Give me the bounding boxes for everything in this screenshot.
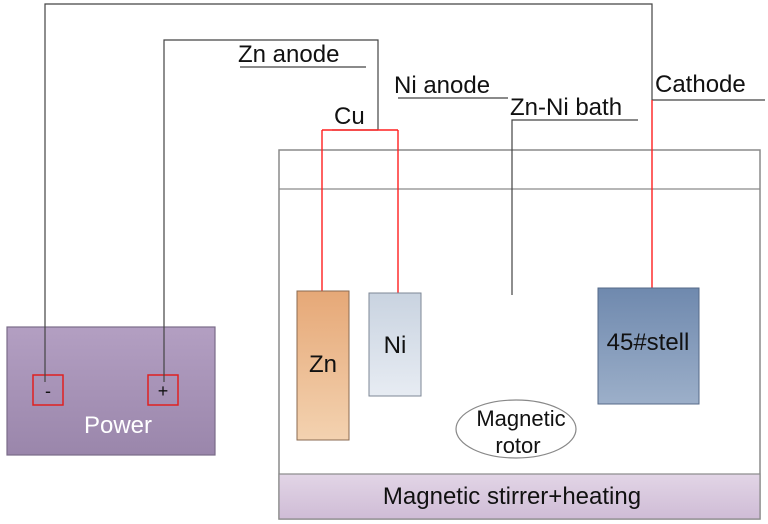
ni-electrode-label: Ni <box>384 332 407 359</box>
magnetic-rotor <box>455 399 577 459</box>
negative-terminal-symbol: - <box>45 381 51 401</box>
zn-electrode <box>296 290 350 441</box>
negative-wire <box>44 3 653 382</box>
cathode-plate <box>597 287 700 405</box>
cathode-plate-label: 45#stell <box>607 329 690 356</box>
power-supply <box>6 326 216 456</box>
zn-electrode-label: Zn <box>309 351 337 378</box>
electrode-leads <box>321 100 653 293</box>
positive-terminal-symbol: + <box>158 381 169 401</box>
power-label: Power <box>84 412 152 439</box>
magnetic-rotor-line2: rotor <box>495 433 540 458</box>
cu-label: Cu <box>334 103 365 130</box>
bath-label: Zn-Ni bath <box>510 94 622 121</box>
negative-terminal <box>32 374 64 406</box>
ni-anode-label: Ni anode <box>394 72 490 99</box>
bath-leader <box>511 119 638 295</box>
stirrer-label: Magnetic stirrer+heating <box>383 483 641 510</box>
zn-anode-label: Zn anode <box>238 41 339 68</box>
cathode-label: Cathode <box>655 71 746 98</box>
magnetic-rotor-line1: Magnetic <box>476 406 565 431</box>
ni-electrode <box>368 292 422 397</box>
magnetic-stirrer <box>278 473 761 520</box>
positive-terminal <box>147 374 179 406</box>
positive-wire <box>163 39 379 382</box>
